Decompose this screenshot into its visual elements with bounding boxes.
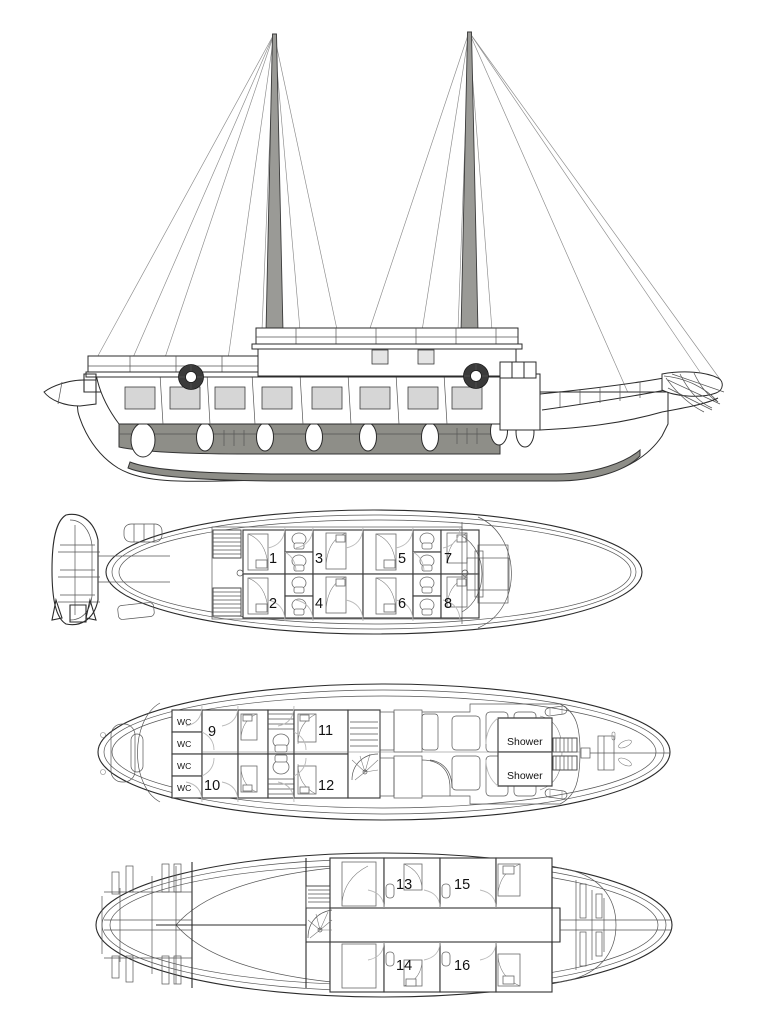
superstructure-upper (251, 327, 523, 377)
deck-locker (117, 602, 155, 620)
cabin-number-1: 1 (269, 551, 277, 567)
bow-fittings-middle (544, 705, 670, 800)
cabin-number-9: 9 (208, 724, 216, 740)
wc-label-1: WC (177, 717, 191, 727)
cabin-number-16: 16 (454, 958, 470, 974)
cabin-number-15: 15 (454, 877, 470, 893)
cabin-number-11: 11 (318, 723, 333, 739)
view-deck-middle: WC WC WC WC (97, 683, 671, 821)
cabin-number-5: 5 (398, 551, 406, 567)
view-deck-upper: 1 2 3 4 5 6 7 8 (51, 509, 643, 635)
shower-block: Shower Shower (485, 717, 553, 787)
door-swings-lower (367, 889, 497, 961)
cabin-number-12: 12 (318, 778, 334, 794)
cabin-number-6: 6 (398, 596, 406, 612)
shower-label-2: Shower (507, 770, 543, 782)
life-ring-fore (463, 363, 489, 389)
beds-upper (247, 532, 468, 615)
spiral-staircase-middle (347, 709, 381, 799)
wc-label-4: WC (177, 783, 191, 793)
door-swings-upper (267, 526, 461, 622)
cleat-port (544, 705, 568, 717)
shower-label-1: Shower (507, 736, 543, 748)
cabin-block-11-12 (293, 709, 349, 799)
cabin-number-2: 2 (269, 596, 277, 612)
tender-dinghy (51, 513, 170, 626)
bathroom-block-middle (237, 709, 295, 799)
cabin-number-4: 4 (315, 596, 323, 612)
life-ring-aft (178, 364, 204, 390)
stern-hatch-middle (100, 723, 144, 783)
cabin-block-14-16 (329, 941, 553, 993)
cabin-number-14: 14 (396, 958, 412, 974)
superstructure-lower (95, 373, 501, 425)
cabin-number-8: 8 (444, 596, 452, 612)
stairs-upper-port (212, 529, 242, 559)
cleat-starboard (544, 788, 568, 800)
deck-hatch (123, 523, 163, 543)
stern-platform (43, 373, 97, 407)
wc-label-2: WC (177, 739, 191, 749)
view-profile (43, 31, 725, 482)
profile-windows (124, 386, 483, 410)
wc-block: WC WC WC WC (171, 709, 203, 799)
cabin-number-7: 7 (444, 551, 452, 567)
cabin-block-9-10 (201, 709, 239, 799)
rigging-lines (87, 31, 723, 431)
bowsprit-rail (539, 371, 725, 431)
hull-vents (223, 428, 478, 446)
cabin-block-13-15 (329, 857, 553, 909)
door-swings-middle (185, 705, 307, 803)
bow-frames-lower (551, 868, 672, 982)
cabin-number-10: 10 (204, 778, 220, 794)
aft-structure (499, 361, 541, 431)
view-deck-lower: 13 14 15 16 (95, 852, 673, 998)
engine-room-frames (101, 862, 193, 988)
cabin-number-3: 3 (315, 551, 323, 567)
aft-deck-module (236, 535, 510, 613)
wc-label-3: WC (177, 761, 191, 771)
cabin-number-13: 13 (396, 877, 412, 893)
mast-main (265, 33, 284, 333)
spiral-staircase-lower (305, 885, 333, 939)
stairs-upper-starboard (212, 587, 242, 617)
toilets-upper (291, 532, 435, 616)
